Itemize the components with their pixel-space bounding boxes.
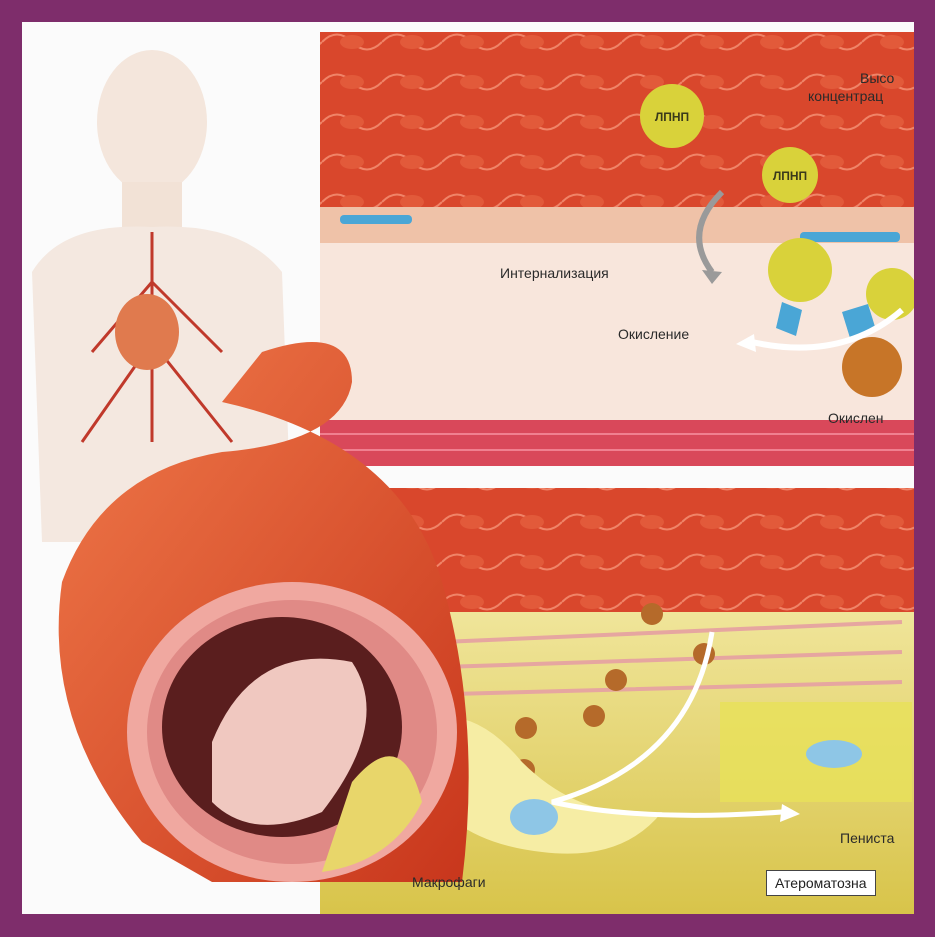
high-concentration-label-line2: концентрац	[808, 88, 883, 104]
macrophages-label: Макрофаги	[412, 874, 486, 890]
oxidized-label: Окислен	[828, 410, 884, 426]
artery-illustration: ЛПНП ЛПНП	[22, 22, 914, 914]
foam-cell-label: Пениста	[840, 830, 894, 846]
atheromatous-label: Атероматозна	[766, 870, 876, 896]
illustration-canvas: ЛПНП ЛПНП	[22, 22, 914, 914]
internalization-label: Интернализация	[500, 265, 609, 281]
ldl-particle-1-label: ЛПНП	[655, 110, 689, 124]
ldl-particle-2-label: ЛПНП	[773, 169, 807, 183]
oxidation-label: Окисление	[618, 326, 689, 342]
high-concentration-label-line1: Высо	[860, 70, 894, 86]
